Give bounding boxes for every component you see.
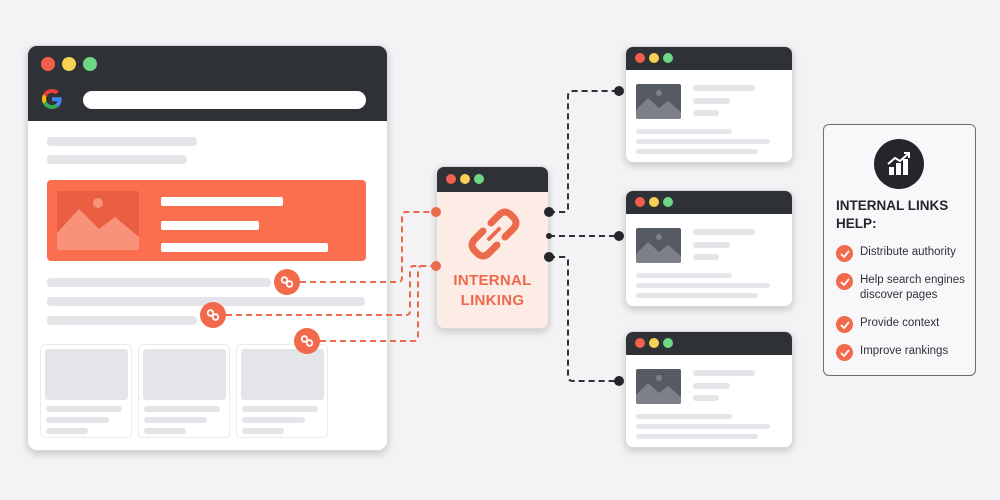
checkmark-icon: [836, 245, 853, 262]
text-placeholder: [46, 406, 122, 412]
text-placeholder: [693, 229, 755, 235]
checkmark-icon: [836, 344, 853, 361]
link-badge-icon[interactable]: [200, 302, 226, 328]
text-placeholder: [47, 278, 271, 287]
text-placeholder: [636, 424, 770, 429]
internal-linking-hub: INTERNAL LINKING: [436, 166, 549, 329]
text-placeholder: [693, 85, 755, 91]
panel-title: INTERNAL LINKS HELP:: [836, 197, 948, 233]
text-placeholder: [636, 414, 732, 419]
link-badge-icon[interactable]: [294, 328, 320, 354]
link-badge-icon[interactable]: [274, 269, 300, 295]
minimize-dot-icon[interactable]: [649, 338, 659, 348]
google-logo-icon: [40, 87, 64, 111]
text-placeholder: [242, 428, 284, 434]
text-placeholder: [693, 110, 719, 116]
close-dot-icon[interactable]: [635, 338, 645, 348]
panel-title-line2: HELP:: [836, 216, 877, 231]
chain-link-icon: [467, 207, 521, 261]
target-page-3[interactable]: [625, 331, 793, 448]
text-placeholder: [242, 417, 305, 423]
hero-text-line: [161, 221, 259, 230]
text-placeholder: [46, 428, 88, 434]
card-image-placeholder: [241, 349, 324, 400]
text-placeholder: [144, 406, 220, 412]
maximize-dot-icon[interactable]: [83, 57, 97, 71]
minimize-dot-icon[interactable]: [62, 57, 76, 71]
maximize-dot-icon[interactable]: [663, 197, 673, 207]
target-titlebar: [626, 47, 792, 70]
text-placeholder: [47, 297, 365, 306]
featured-content-block: [47, 180, 366, 261]
hub-titlebar: [437, 167, 548, 192]
target-page-2[interactable]: [625, 190, 793, 307]
close-dot-icon[interactable]: [635, 197, 645, 207]
growth-chart-icon: [874, 139, 924, 189]
hero-text-line: [161, 197, 283, 206]
search-bar[interactable]: [83, 91, 366, 109]
maximize-dot-icon[interactable]: [663, 53, 673, 63]
text-placeholder: [636, 139, 770, 144]
text-placeholder: [693, 395, 719, 401]
text-placeholder: [636, 434, 758, 439]
text-placeholder: [636, 129, 732, 134]
text-placeholder: [46, 417, 109, 423]
text-placeholder: [636, 283, 770, 288]
benefit-item: Provide context: [836, 316, 939, 333]
checkmark-icon: [836, 273, 853, 290]
benefits-panel: INTERNAL LINKS HELP: Distribute authorit…: [823, 124, 976, 376]
image-placeholder-icon: [636, 369, 681, 404]
close-dot-icon[interactable]: [446, 174, 456, 184]
content-card[interactable]: [40, 344, 132, 438]
text-placeholder: [242, 406, 318, 412]
text-placeholder: [636, 293, 758, 298]
content-card[interactable]: [138, 344, 230, 438]
close-dot-icon[interactable]: [635, 53, 645, 63]
checkmark-icon: [836, 316, 853, 333]
source-page-window: [27, 45, 388, 451]
text-placeholder: [693, 242, 730, 248]
text-placeholder: [144, 417, 207, 423]
benefit-label: Provide context: [860, 317, 940, 329]
content-card[interactable]: [236, 344, 328, 438]
card-image-placeholder: [143, 349, 226, 400]
target-titlebar: [626, 191, 792, 214]
minimize-dot-icon[interactable]: [649, 53, 659, 63]
text-placeholder: [636, 273, 732, 278]
close-dot-icon[interactable]: [41, 57, 55, 71]
hub-title-line1: INTERNAL: [453, 272, 532, 289]
benefit-item: Improve rankings: [836, 344, 948, 361]
text-placeholder: [636, 149, 758, 154]
text-placeholder: [47, 155, 187, 164]
maximize-dot-icon[interactable]: [474, 174, 484, 184]
target-titlebar: [626, 332, 792, 355]
text-placeholder: [693, 254, 719, 260]
benefit-item: Distribute authority: [836, 245, 956, 262]
text-placeholder: [47, 137, 197, 146]
browser-titlebar: [28, 46, 387, 121]
text-placeholder: [693, 98, 730, 104]
hub-title-line2: LINKING: [460, 292, 525, 309]
panel-title-line1: INTERNAL LINKS: [836, 198, 949, 213]
minimize-dot-icon[interactable]: [460, 174, 470, 184]
maximize-dot-icon[interactable]: [663, 338, 673, 348]
image-placeholder-icon: [636, 84, 681, 119]
image-placeholder-icon: [636, 228, 681, 263]
hero-text-line: [161, 243, 328, 252]
target-page-1[interactable]: [625, 46, 793, 163]
benefit-label: Improve rankings: [860, 345, 949, 357]
text-placeholder: [693, 370, 755, 376]
benefit-item: Help search engines discover pages: [836, 273, 972, 303]
image-placeholder-icon: [57, 191, 139, 250]
text-placeholder: [693, 383, 730, 389]
minimize-dot-icon[interactable]: [649, 197, 659, 207]
card-image-placeholder: [45, 349, 128, 400]
benefit-label: Distribute authority: [860, 246, 956, 258]
text-placeholder: [144, 428, 186, 434]
text-placeholder: [47, 316, 197, 325]
benefit-label: Help search engines discover pages: [860, 274, 965, 301]
